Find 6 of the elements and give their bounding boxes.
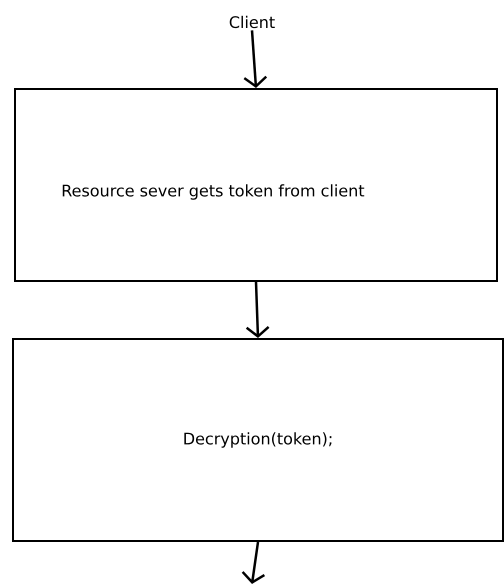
process-box: Resource sever gets token from client bbox=[14, 88, 498, 282]
node-label: Client bbox=[230, 16, 275, 28]
process-box: Decryption(token); bbox=[12, 338, 504, 542]
arrow bbox=[246, 282, 270, 338]
arrow bbox=[244, 30, 268, 88]
arrow bbox=[242, 542, 266, 584]
